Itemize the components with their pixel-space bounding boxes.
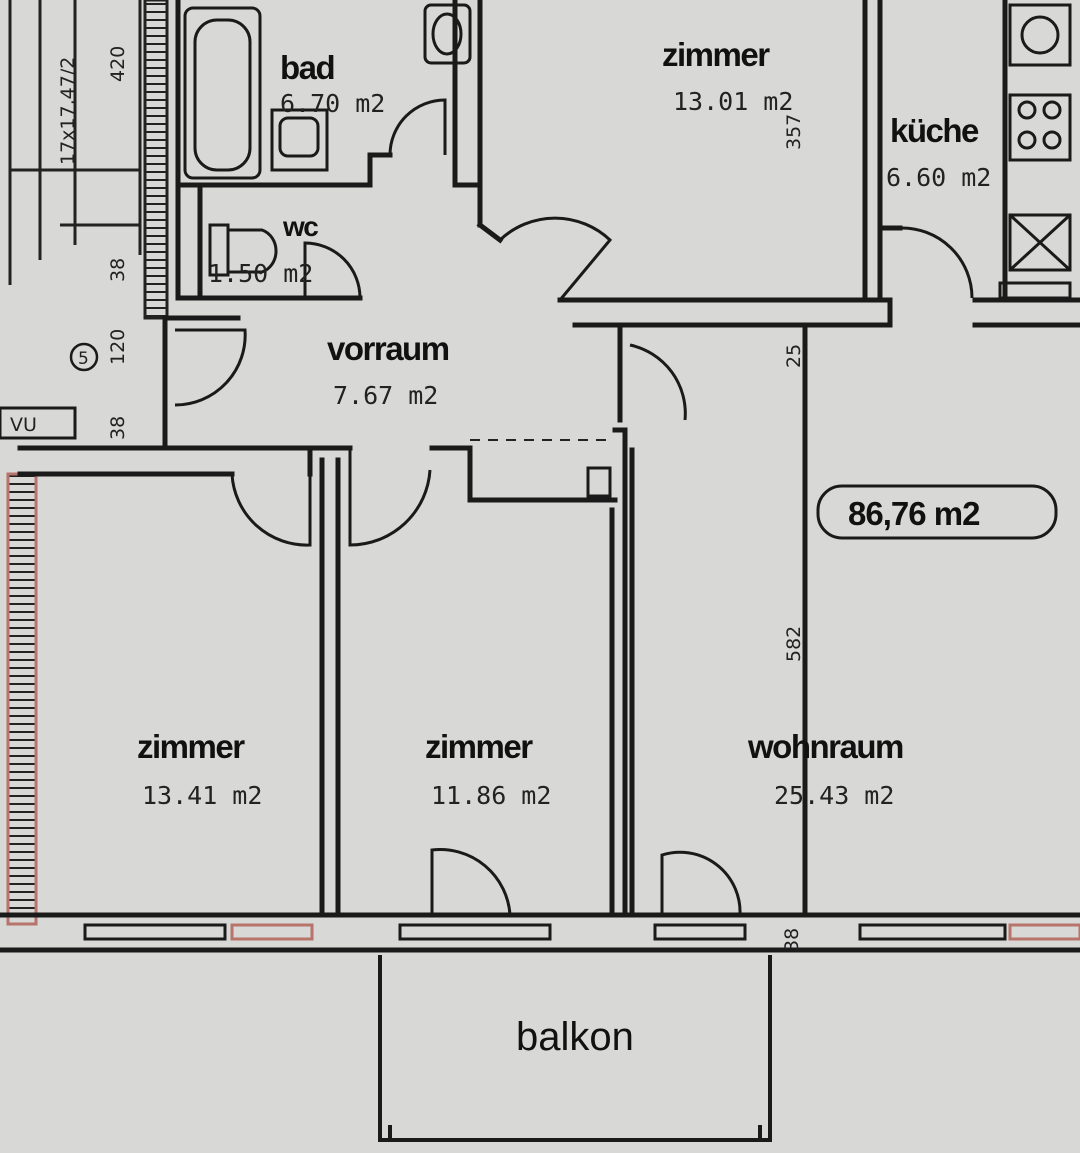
room-label-wc: wc bbox=[282, 211, 318, 242]
balcony-outline bbox=[378, 955, 772, 1142]
marker-circle bbox=[69, 342, 99, 372]
windows bbox=[83, 923, 1080, 941]
kitchen-counter bbox=[998, 3, 1072, 300]
total-area-box bbox=[816, 484, 1058, 540]
washbasin-bad bbox=[270, 108, 329, 172]
room-label-bad: bad bbox=[280, 49, 334, 86]
dim-420: 420 bbox=[107, 46, 129, 82]
room-area-zimmer-top: 13.01 m2 bbox=[673, 87, 793, 116]
room-label-zimmer-top: zimmer bbox=[662, 36, 770, 73]
room-area-wc: 1.50 m2 bbox=[208, 259, 313, 288]
room-area-kueche: 6.60 m2 bbox=[886, 163, 991, 192]
staircase bbox=[8, 0, 142, 285]
room-area-bad: 6.70 m2 bbox=[280, 89, 385, 118]
vent-box bbox=[0, 406, 77, 440]
vent-label: VU bbox=[10, 414, 37, 436]
left-outer-wall-hatched bbox=[6, 472, 38, 926]
shaft bbox=[586, 466, 612, 498]
doors bbox=[174, 98, 974, 916]
dim-38-facade: 38 bbox=[781, 928, 803, 952]
walls bbox=[0, 0, 1080, 953]
room-area-zimmer-mid: 11.86 m2 bbox=[431, 781, 551, 810]
room-label-kueche: küche bbox=[890, 112, 979, 149]
room-area-zimmer-left: 13.41 m2 bbox=[142, 781, 262, 810]
sink-top bbox=[423, 3, 472, 65]
stair-wall-hatched bbox=[143, 0, 169, 320]
bathtub bbox=[183, 6, 262, 180]
room-label-vorraum: vorraum bbox=[327, 330, 449, 367]
room-label-wohnraum: wohnraum bbox=[747, 728, 903, 765]
dim-25: 25 bbox=[783, 344, 805, 368]
room-label-zimmer-mid: zimmer bbox=[425, 728, 533, 765]
dim-582: 582 bbox=[783, 626, 805, 662]
total-area-label: 86,76 m2 bbox=[848, 495, 980, 532]
dim-stair: 17x17,47/2 bbox=[57, 57, 79, 165]
toilet-wc bbox=[208, 223, 278, 277]
room-label-balkon: balkon bbox=[516, 1015, 634, 1059]
dim-357: 357 bbox=[783, 114, 805, 150]
room-label-zimmer-left: zimmer bbox=[137, 728, 245, 765]
dim-120: 120 bbox=[107, 329, 129, 365]
room-area-wohnraum: 25.43 m2 bbox=[774, 781, 894, 810]
dim-38-upper: 38 bbox=[107, 258, 129, 282]
room-area-vorraum: 7.67 m2 bbox=[333, 381, 438, 410]
dim-38-lower: 38 bbox=[107, 416, 129, 440]
marker-circle-number: 5 bbox=[78, 349, 89, 369]
